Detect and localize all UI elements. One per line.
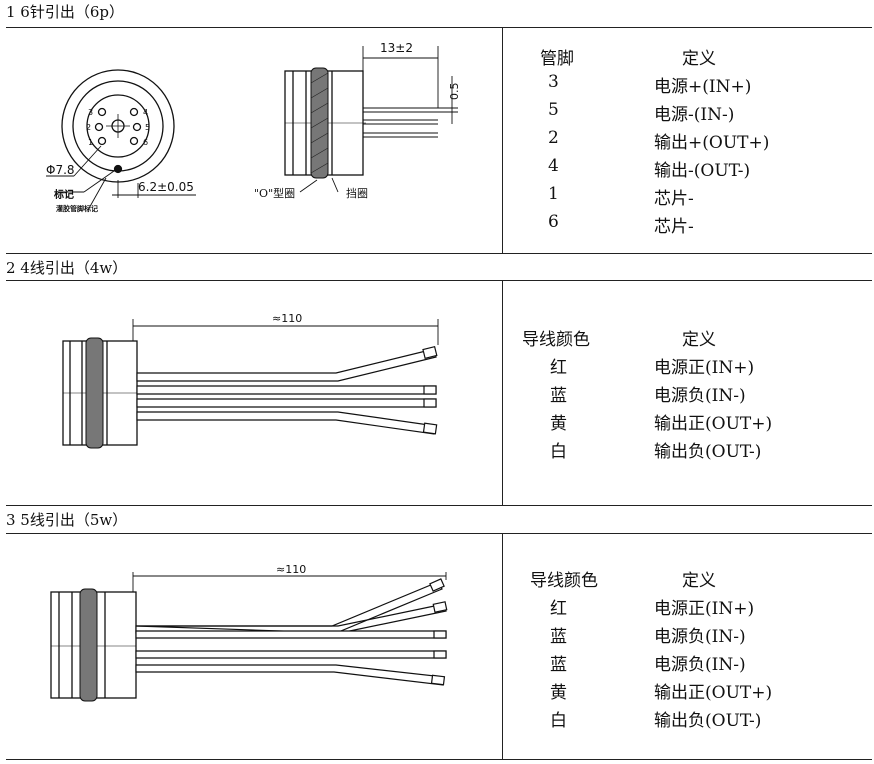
wire	[135, 630, 447, 639]
column-divider	[502, 280, 503, 505]
table-cell: 4	[548, 156, 559, 176]
table-cell: 白	[550, 442, 567, 462]
section-title-4w: 2 4线引出（4w）	[6, 259, 128, 277]
table-cell: 电源负(IN-)	[654, 627, 746, 647]
table-cell: 蓝	[550, 386, 567, 406]
o-ring-label: "O"型圈	[254, 186, 295, 200]
table-cell: 输出正(OUT+)	[654, 683, 773, 703]
wire-length-dim: ≈110	[276, 563, 306, 576]
table-cell: 1	[548, 184, 559, 204]
table-cell: 输出-(OUT-)	[654, 161, 751, 181]
table-cell: 红	[550, 599, 567, 619]
divider	[6, 280, 872, 281]
divider	[6, 253, 872, 254]
wire	[136, 348, 437, 382]
table-header-col1: 管脚	[540, 49, 574, 69]
table-cell: 输出+(OUT+)	[654, 133, 770, 153]
wire	[135, 581, 443, 634]
table-header-col2: 定义	[682, 49, 716, 69]
wire-length-dim: ≈110	[272, 312, 302, 325]
wire	[135, 650, 447, 659]
table-cell: 白	[550, 711, 567, 731]
retainer-label: 挡圈	[346, 186, 368, 200]
pin-label: 2	[86, 123, 91, 132]
table-cell: 电源负(IN-)	[654, 655, 746, 675]
section-title-6p: 1 6针引出（6p）	[6, 3, 125, 21]
diameter-dim: Φ7.8	[46, 163, 75, 177]
table-cell: 电源正(IN+)	[654, 599, 755, 619]
pin-label: 5	[145, 123, 150, 132]
o-ring	[85, 337, 104, 449]
table-header-col2: 定义	[682, 571, 716, 591]
table-cell: 蓝	[550, 627, 567, 647]
divider	[6, 759, 872, 760]
column-divider	[502, 533, 503, 759]
o-ring	[79, 588, 98, 702]
pin-label: 6	[143, 138, 148, 147]
table-cell: 电源负(IN-)	[654, 386, 746, 406]
wire	[135, 664, 445, 686]
table-cell: 6	[548, 212, 559, 232]
section-title-5w: 3 5线引出（5w）	[6, 511, 128, 529]
table-header-col2: 定义	[682, 330, 716, 350]
divider	[6, 27, 872, 28]
drawing-6p: 3 4 2 5 1 6 Φ7.8 6.2±0.05 标记 灌胶管脚标记	[6, 28, 502, 252]
drawing-4w: ≈110	[6, 281, 502, 505]
wire	[136, 385, 437, 395]
table-cell: 黄	[550, 683, 567, 703]
column-divider	[502, 27, 503, 253]
wire	[136, 398, 437, 408]
table-header-col1: 导线颜色	[522, 330, 590, 350]
pin-length-dim: 13±2	[380, 41, 413, 55]
table-cell: 输出负(OUT-)	[654, 442, 762, 462]
drawing-5w: ≈110	[6, 534, 502, 758]
pin-label: 1	[88, 138, 93, 147]
table-cell: 输出正(OUT+)	[654, 414, 773, 434]
mark-label: 标记	[53, 188, 74, 201]
table-cell: 芯片-	[654, 217, 694, 237]
mark-note: 灌胶管脚标记	[56, 204, 98, 213]
wire	[136, 411, 437, 435]
front-view	[61, 69, 175, 183]
table-cell: 输出负(OUT-)	[654, 711, 762, 731]
table-cell: 红	[550, 358, 567, 378]
table-cell: 2	[548, 128, 559, 148]
offset-dim: 6.2±0.05	[138, 180, 194, 194]
pin-label: 4	[143, 108, 148, 117]
table-header-col1: 导线颜色	[530, 571, 598, 591]
pin-label: 3	[88, 108, 93, 117]
table-cell: 蓝	[550, 655, 567, 675]
pin-gap-dim: 0.5	[448, 83, 461, 101]
divider	[6, 505, 872, 506]
table-cell: 3	[548, 72, 559, 92]
pins	[363, 107, 438, 138]
divider	[6, 533, 872, 534]
table-cell: 5	[548, 100, 559, 120]
table-cell: 黄	[550, 414, 567, 434]
table-cell: 电源正(IN+)	[654, 358, 755, 378]
table-cell: 电源-(IN-)	[654, 105, 735, 125]
table-cell: 芯片-	[654, 189, 694, 209]
table-cell: 电源+(IN+)	[654, 77, 752, 97]
